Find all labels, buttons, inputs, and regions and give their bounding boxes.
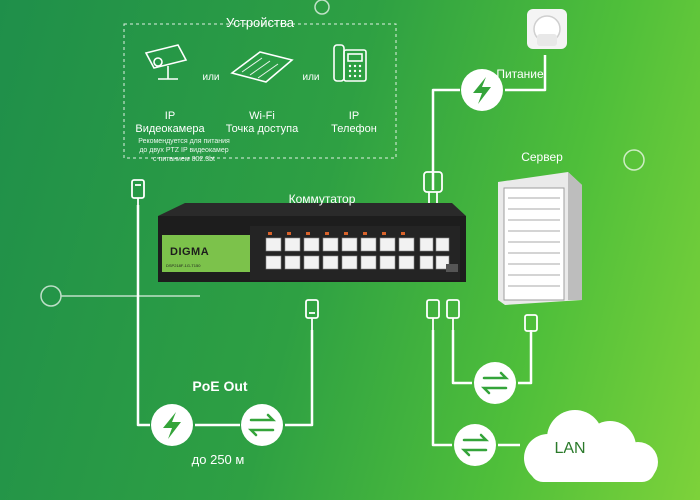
power-label: Питание xyxy=(496,67,544,81)
server-label: Сервер xyxy=(521,150,563,164)
server-exchange-icon xyxy=(474,362,516,404)
switch-model: DSP218F-1G-T150 xyxy=(166,263,201,268)
devices-note-line1: Рекомендуется для питания xyxy=(138,138,230,145)
switch-uplink-port xyxy=(419,255,434,270)
camera-label-line1: IP xyxy=(164,110,176,122)
wifi-label-line2: Точка доступа xyxy=(225,123,299,135)
status-led xyxy=(287,232,291,235)
status-led xyxy=(268,232,272,235)
switch-port xyxy=(303,237,320,252)
phone-label: IP Телефон xyxy=(304,110,404,136)
switch-port xyxy=(265,237,282,252)
power-bolt-icon xyxy=(461,69,503,111)
switch-port xyxy=(398,255,415,270)
switch-port xyxy=(379,237,396,252)
poe-exchange-icon xyxy=(241,404,283,446)
poe-distance: до 250 м xyxy=(191,452,245,467)
switch-port xyxy=(398,237,415,252)
camera-label-line2: Видеокамера xyxy=(135,123,205,135)
phone-icon xyxy=(333,44,367,82)
wifi-label: Wi-Fi Точка доступа xyxy=(212,110,312,136)
power-plug xyxy=(423,150,443,205)
status-led xyxy=(363,232,367,235)
wifi-label-line1: Wi-Fi xyxy=(249,110,275,122)
rj45-uplink-plug-2 xyxy=(446,299,460,330)
devices-note-line2: до двух PTZ IP видеокамер xyxy=(139,147,229,154)
phone-label-line1: IP xyxy=(348,110,360,122)
switch-port xyxy=(265,255,282,270)
rj45-server-plug xyxy=(524,314,538,338)
switch-uplink-port xyxy=(419,237,434,252)
switch-port xyxy=(341,255,358,270)
status-led xyxy=(306,232,310,235)
network-switch xyxy=(158,203,466,282)
phone-label-line2: Телефон xyxy=(331,123,377,135)
devices-box xyxy=(123,23,397,159)
switch-port xyxy=(303,255,320,270)
lan-label: LAN xyxy=(554,440,586,457)
poe-bolt-icon xyxy=(151,404,193,446)
or-label-2: или xyxy=(302,72,320,83)
camera-icon xyxy=(144,44,188,80)
poe-label: PoE Out xyxy=(192,378,248,394)
switch-label: Коммутатор xyxy=(288,192,356,206)
cables xyxy=(136,55,547,447)
decor-circles xyxy=(40,0,645,307)
rj45-left-plug xyxy=(131,179,145,206)
switch-port xyxy=(284,255,301,270)
status-led xyxy=(382,232,386,235)
status-led xyxy=(401,232,405,235)
devices-note-line3: с питанием 802.3bt xyxy=(153,156,215,163)
status-led xyxy=(344,232,348,235)
camera-label: IP Видеокамера xyxy=(120,110,220,136)
switch-brand: DIGMA xyxy=(170,246,210,258)
or-label-1: или xyxy=(202,72,220,83)
switch-port xyxy=(360,237,377,252)
rj45-connectors xyxy=(131,150,538,338)
switch-port xyxy=(379,255,396,270)
switch-uplink-port xyxy=(435,237,450,252)
rj45-uplink-plug-1 xyxy=(426,299,440,330)
server-rack-icon xyxy=(498,172,582,305)
rj45-poe-plug xyxy=(305,299,319,330)
lan-cloud-icon xyxy=(524,410,658,482)
switch-uplink-port xyxy=(435,255,450,270)
status-led xyxy=(325,232,329,235)
switch-port xyxy=(322,237,339,252)
switch-port xyxy=(341,237,358,252)
devices-note: Рекомендуется для питания до двух PTZ IP… xyxy=(136,137,232,164)
lan-exchange-icon xyxy=(454,424,496,466)
switch-port xyxy=(360,255,377,270)
wifi-access-point-icon xyxy=(230,51,294,83)
power-socket-icon xyxy=(527,9,567,49)
switch-port xyxy=(284,237,301,252)
devices-title: Устройства xyxy=(225,15,294,30)
switch-port xyxy=(322,255,339,270)
